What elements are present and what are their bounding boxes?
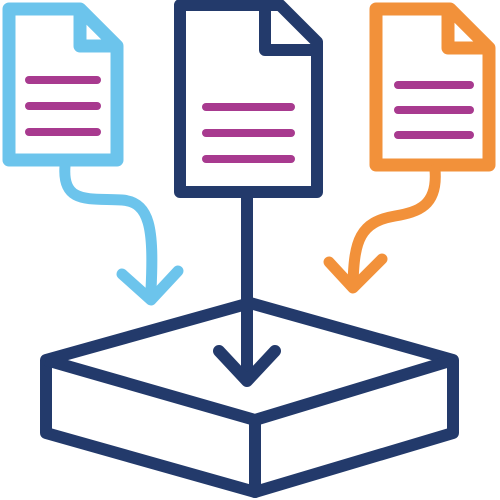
arrow-curved-right-head xyxy=(323,253,388,294)
document-center-icon xyxy=(174,0,323,198)
arrow-curved-left-head xyxy=(116,265,184,306)
arrow-curved-left-shaft xyxy=(59,160,158,296)
arrow-curved-right-icon xyxy=(323,164,441,294)
document-right-fold xyxy=(441,9,489,55)
document-left-icon xyxy=(2,2,124,167)
document-center-fold xyxy=(259,5,317,56)
box-icon xyxy=(40,297,459,498)
arrow-curved-left-icon xyxy=(59,160,184,306)
document-right-icon xyxy=(369,2,496,172)
document-left-fold xyxy=(73,9,117,53)
arrow-curved-right-shaft xyxy=(347,164,441,291)
arrow-down-head xyxy=(213,345,281,387)
document-left-outline xyxy=(2,2,124,167)
arrow-down-icon xyxy=(213,188,281,387)
document-center-outline xyxy=(174,0,323,198)
